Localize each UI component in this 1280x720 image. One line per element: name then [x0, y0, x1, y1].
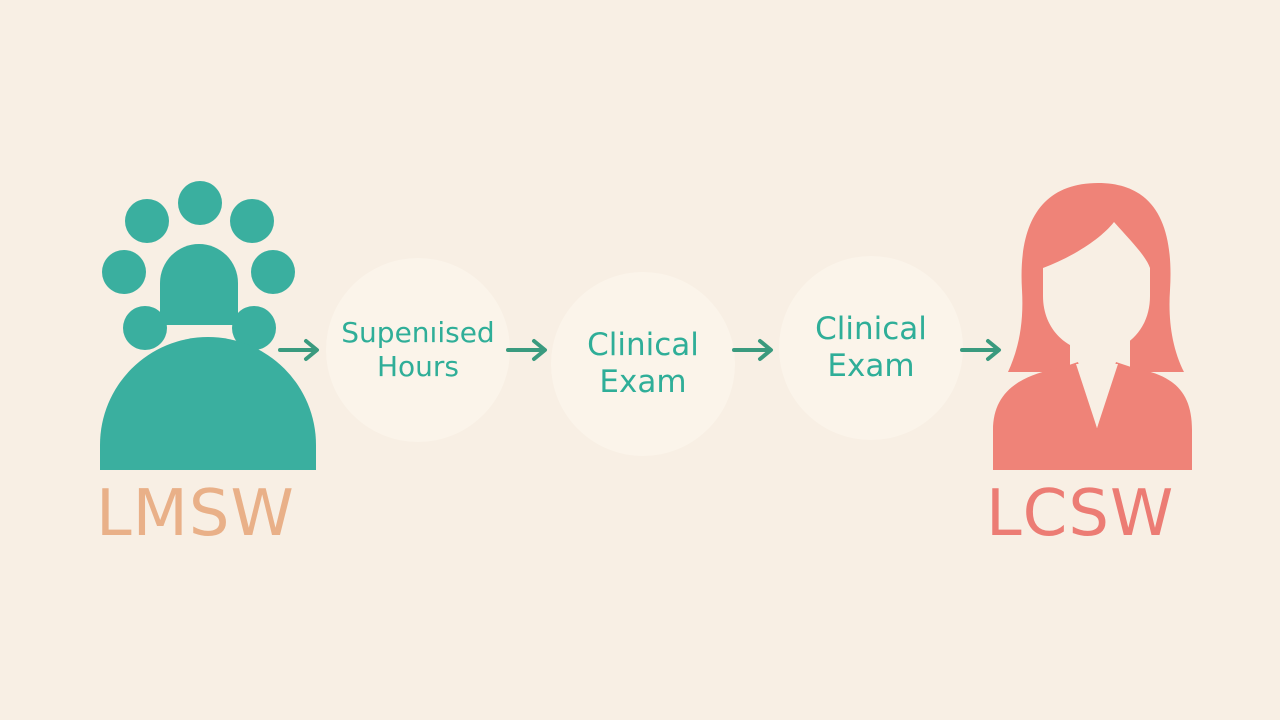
- arrow-right-icon: [506, 338, 550, 362]
- group-person-icon: [100, 181, 316, 470]
- lmsw-figure: [96, 176, 326, 476]
- lmsw-label: LMSW: [96, 477, 295, 551]
- step-clinical-exam-2: Clinical Exam: [779, 256, 963, 440]
- lcsw-figure: [980, 176, 1210, 476]
- arrow-right-icon: [960, 338, 1004, 362]
- step-3-line-2: Exam: [827, 348, 915, 384]
- step-3-line-1: Clinical: [815, 310, 927, 347]
- lcsw-label: LCSW: [986, 477, 1175, 551]
- step-1-line-1: Supenıised: [341, 316, 495, 350]
- step-clinical-exam-1: Clinical Exam: [551, 272, 735, 456]
- woman-avatar-icon: [993, 183, 1192, 470]
- step-2-line-2: Exam: [599, 364, 687, 400]
- step-2-line-1: Clinical: [587, 326, 699, 363]
- step-supervised-hours: Supenıised Hours: [326, 258, 510, 442]
- arrow-right-icon: [278, 338, 322, 362]
- arrow-right-icon: [732, 338, 776, 362]
- step-1-line-2: Hours: [376, 350, 460, 383]
